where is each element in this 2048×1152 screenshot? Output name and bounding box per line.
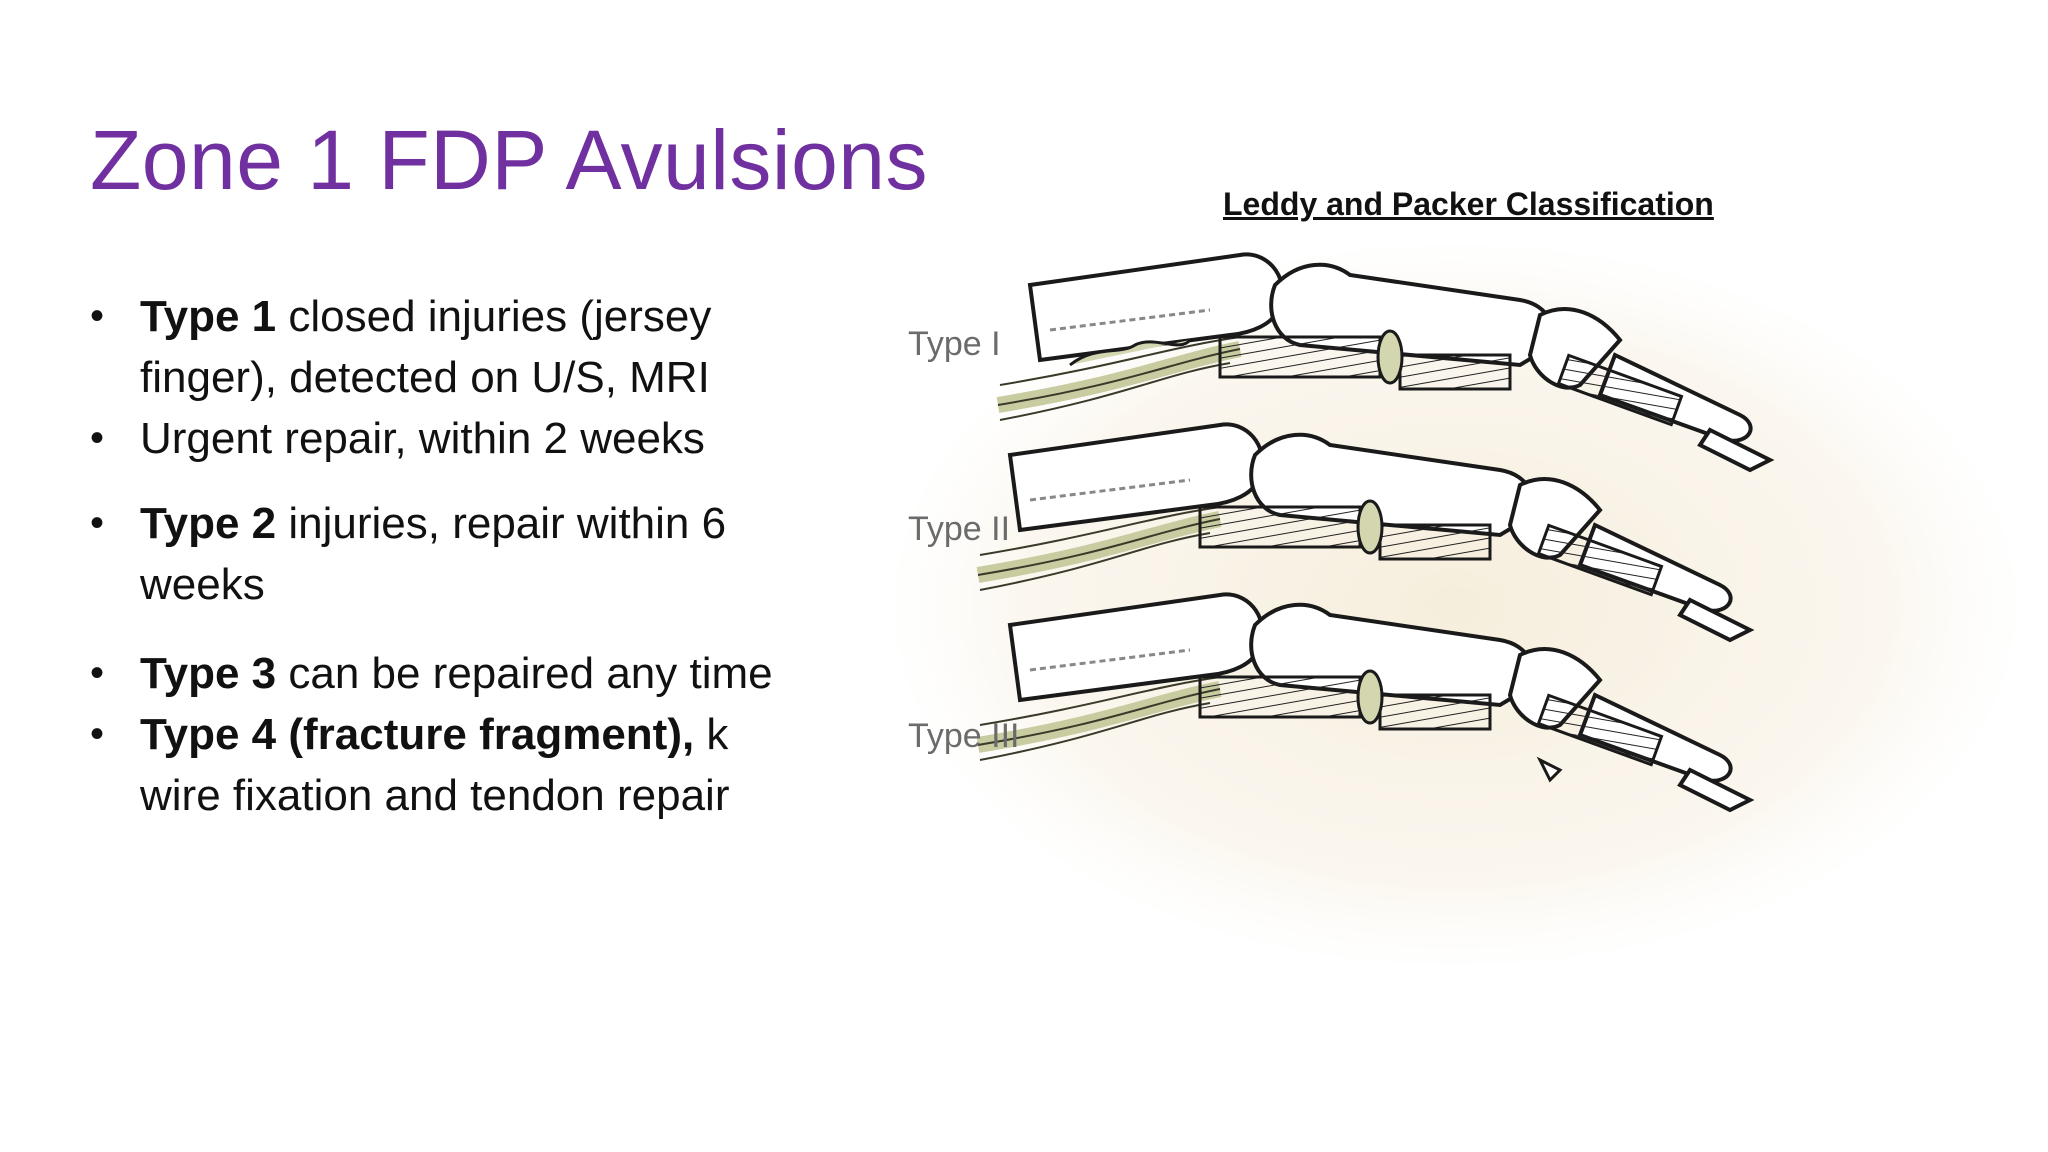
bullet-bold: Type 1 (140, 292, 277, 341)
bullet-text: k wire fixation and tendon repair (140, 710, 730, 820)
type-label: Type II (908, 510, 1011, 548)
bullet-item: Type 4 (fracture fragment), k wire fixat… (90, 704, 810, 826)
slide-title: Zone 1 FDP Avulsions (90, 113, 929, 207)
bullet-text: Urgent repair, within 2 weeks (140, 414, 705, 463)
bullet-text: injuries, repair within 6 weeks (140, 499, 727, 609)
bullet-item: Type 1 closed injuries (jersey finger), … (90, 286, 810, 408)
type-label: Type III (908, 717, 1020, 755)
finger-illustration: Type I Type II Type III (880, 225, 2030, 985)
bullet-list: Type 1 closed injuries (jersey finger), … (90, 286, 810, 826)
bullet-bold: Type 4 (fracture fragment), (140, 710, 695, 759)
finger-illustration-svg (895, 245, 2015, 965)
bullet-bold: Type 2 (140, 499, 277, 548)
fracture-fragment (1536, 756, 1563, 783)
bullet-text: can be repaired any time (276, 649, 773, 698)
bullet-item: Type 2 injuries, repair within 6 weeks (90, 493, 810, 615)
bullet-item: Urgent repair, within 2 weeks (90, 408, 810, 469)
finger-type-3 (978, 594, 1750, 810)
bullet-item: Type 3 can be repaired any time (90, 643, 810, 704)
type-label: Type I (908, 325, 1001, 363)
figure-caption: Leddy and Packer Classification (1223, 186, 1714, 222)
finger-type-1 (998, 254, 1770, 470)
bullet-bold: Type 3 (140, 649, 277, 698)
bullet-text: closed injuries (jersey finger), detecte… (140, 292, 712, 402)
